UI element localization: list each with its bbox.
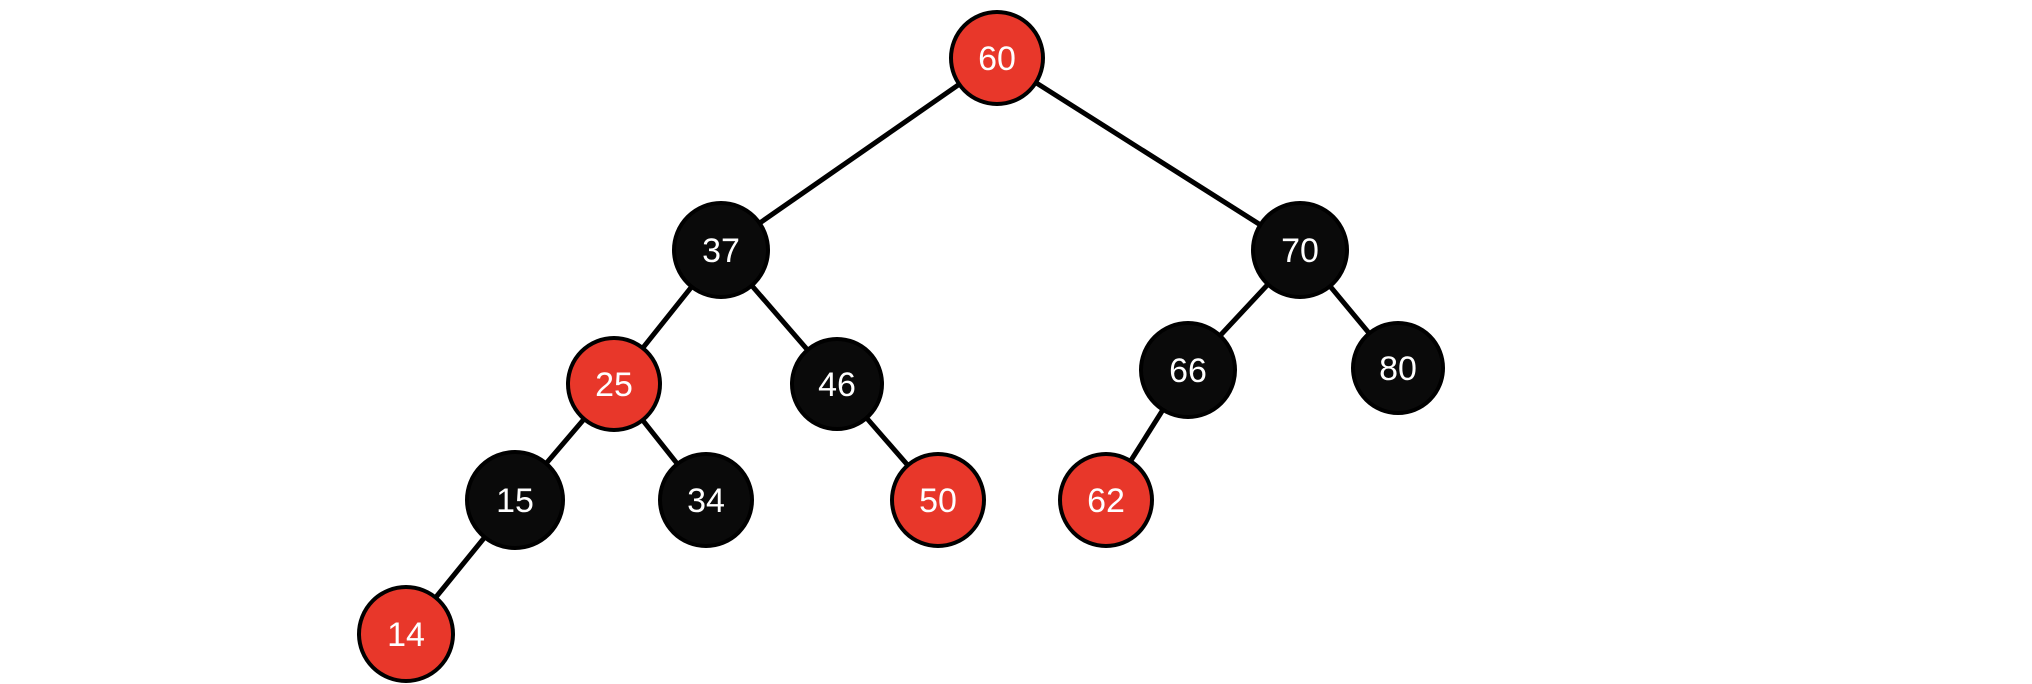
node-label-66: 66 <box>1169 352 1207 390</box>
node-label-60: 60 <box>978 40 1016 78</box>
tree-node-62[interactable]: 62 <box>1058 452 1154 548</box>
node-circle-80[interactable] <box>1351 321 1445 415</box>
node-circle-70[interactable] <box>1251 201 1349 299</box>
node-label-62: 62 <box>1087 482 1125 520</box>
node-circle-60[interactable] <box>949 10 1045 106</box>
tree-node-34[interactable]: 34 <box>658 452 754 548</box>
tree-node-15[interactable]: 15 <box>465 450 565 550</box>
node-circle-14[interactable] <box>357 585 455 683</box>
edge-layer <box>404 55 1400 636</box>
tree-node-25[interactable]: 25 <box>566 336 662 432</box>
node-label-80: 80 <box>1379 350 1417 388</box>
tree-node-14[interactable]: 14 <box>357 585 455 683</box>
tree-node-50[interactable]: 50 <box>890 452 986 548</box>
node-label-15: 15 <box>496 482 534 520</box>
tree-edge-60-70 <box>995 55 1302 253</box>
tree-node-66[interactable]: 66 <box>1139 321 1237 419</box>
tree-node-70[interactable]: 70 <box>1251 201 1349 299</box>
node-label-70: 70 <box>1281 232 1319 270</box>
node-label-25: 25 <box>595 366 633 404</box>
node-circle-37[interactable] <box>672 201 770 299</box>
node-label-46: 46 <box>818 366 856 404</box>
node-circle-25[interactable] <box>566 336 662 432</box>
node-circle-15[interactable] <box>465 450 565 550</box>
tree-node-60[interactable]: 60 <box>949 10 1045 106</box>
node-circle-50[interactable] <box>890 452 986 548</box>
node-label-50: 50 <box>919 482 957 520</box>
node-layer: 60 37 70 25 46 66 80 15 34 50 62 14 <box>357 10 1445 683</box>
node-circle-62[interactable] <box>1058 452 1154 548</box>
tree-node-37[interactable]: 37 <box>672 201 770 299</box>
node-circle-46[interactable] <box>790 337 884 431</box>
node-circle-66[interactable] <box>1139 321 1237 419</box>
node-label-34: 34 <box>687 482 725 520</box>
tree-node-46[interactable]: 46 <box>790 337 884 431</box>
node-label-14: 14 <box>387 616 425 654</box>
node-circle-34[interactable] <box>658 452 754 548</box>
tree-node-80[interactable]: 80 <box>1351 321 1445 415</box>
node-label-37: 37 <box>702 232 740 270</box>
tree-edge-60-37 <box>719 55 999 253</box>
